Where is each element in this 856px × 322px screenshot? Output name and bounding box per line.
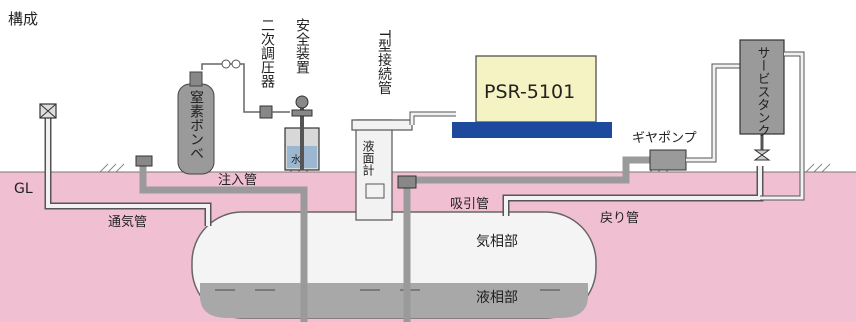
gear-pump: [649, 63, 740, 171]
liquid-phase-label: 液相部: [476, 290, 518, 306]
regulator-tubing: [201, 59, 290, 119]
suction-pipe: [397, 156, 650, 322]
fill-pipe-label: 注入管: [218, 173, 257, 188]
secondary-regulator-label: 二次調圧器: [259, 18, 275, 88]
return-pipe: [502, 166, 764, 216]
gear-pump-label: ギヤポンプ: [632, 131, 697, 146]
nitrogen-cylinder: [177, 71, 215, 175]
t-joint-label: T型接続管: [376, 29, 392, 95]
vent-pipe: [39, 103, 212, 226]
service-tank-label: サービスタンク: [755, 46, 770, 137]
safety-device-label: 安全装置: [294, 18, 310, 74]
nitrogen-cylinder-label: 窒素ボンベ: [188, 89, 204, 160]
heading: 構成: [8, 10, 38, 28]
device-label: PSR-5101: [484, 81, 575, 103]
gl-label: GL: [14, 181, 33, 197]
water-label: 水: [291, 154, 301, 166]
return-pipe-label: 戻り管: [600, 211, 639, 226]
safety-device: [284, 95, 320, 171]
level-gauge-label: 液面計: [361, 139, 375, 176]
suction-pipe-label: 吸引管: [450, 197, 489, 212]
service-tank: [739, 39, 805, 201]
t-joint-pipe: [351, 111, 456, 221]
vapor-phase-label: 気相部: [476, 234, 518, 250]
underground-tank: [191, 211, 597, 319]
fill-pipe: [135, 155, 308, 322]
device-psr-5101: [452, 55, 612, 138]
vent-pipe-label: 通気管: [108, 214, 147, 230]
